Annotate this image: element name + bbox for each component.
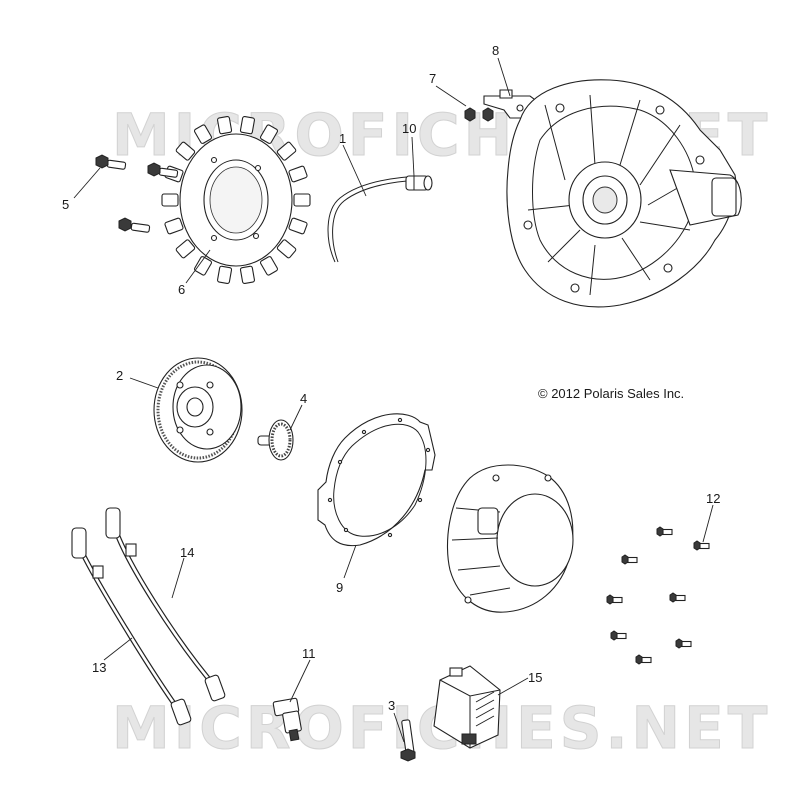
callout-10: 10 <box>402 121 416 136</box>
stator-tooth <box>193 124 213 144</box>
grommet <box>405 175 433 191</box>
stator-tooth <box>217 116 233 135</box>
callout-2: 2 <box>116 368 123 383</box>
stator-tooth <box>175 141 196 161</box>
stator-tooth <box>288 165 308 183</box>
callout-8: 8 <box>492 43 499 58</box>
stator-housing <box>506 79 742 308</box>
stator-tooth <box>293 193 311 207</box>
wire-loop <box>327 175 421 263</box>
stator-tooth <box>259 124 279 144</box>
cover-bolt <box>656 526 673 537</box>
stator-cover <box>446 464 574 613</box>
callout-14: 14 <box>180 545 194 560</box>
callouts: 1 2 3 4 5 6 7 8 9 10 11 12 13 14 15 <box>62 43 720 713</box>
cover-bolt <box>669 592 686 603</box>
callout-13: 13 <box>92 660 106 675</box>
cover-bolt <box>635 654 652 665</box>
stator-tooth <box>276 239 297 259</box>
cover-bolt <box>693 540 710 551</box>
stator-bolt <box>147 162 179 178</box>
callout-5: 5 <box>62 197 69 212</box>
hex-nut <box>464 107 494 122</box>
stator-tooth <box>175 239 196 259</box>
flywheel <box>153 357 243 463</box>
stator-tooth <box>276 141 297 161</box>
callout-1: 1 <box>339 131 346 146</box>
callout-12: 12 <box>706 491 720 506</box>
cover-bolt <box>675 638 692 649</box>
callout-7: 7 <box>429 71 436 86</box>
callout-4: 4 <box>300 391 307 406</box>
copyright-notice: © 2012 Polaris Sales Inc. <box>538 386 684 401</box>
harness-wire <box>105 507 226 702</box>
harness-wire <box>71 527 192 726</box>
leader-lines <box>73 57 714 743</box>
stator-bolt <box>95 154 127 170</box>
stator-tooth <box>217 265 233 284</box>
regulator-bolt <box>400 719 416 762</box>
stator-tooth <box>288 217 308 235</box>
stator-bolt <box>118 217 151 233</box>
callout-3: 3 <box>388 698 395 713</box>
callout-15: 15 <box>528 670 542 685</box>
stator-tooth <box>193 256 213 276</box>
stator-tooth <box>164 217 184 235</box>
stator-tooth <box>239 116 255 135</box>
callout-6: 6 <box>178 282 185 297</box>
cover-bolt <box>621 554 638 565</box>
stator-tooth <box>259 256 279 276</box>
callout-9: 9 <box>336 580 343 595</box>
gasket <box>317 413 436 547</box>
voltage-regulator <box>433 665 501 749</box>
callout-11: 11 <box>302 646 316 661</box>
spark-plug <box>272 697 302 742</box>
starter-gear <box>257 419 294 461</box>
stator-tooth <box>239 265 255 284</box>
cover-bolt <box>606 594 623 605</box>
stator <box>161 116 311 284</box>
cover-bolt <box>610 630 627 641</box>
stator-tooth <box>161 193 179 207</box>
